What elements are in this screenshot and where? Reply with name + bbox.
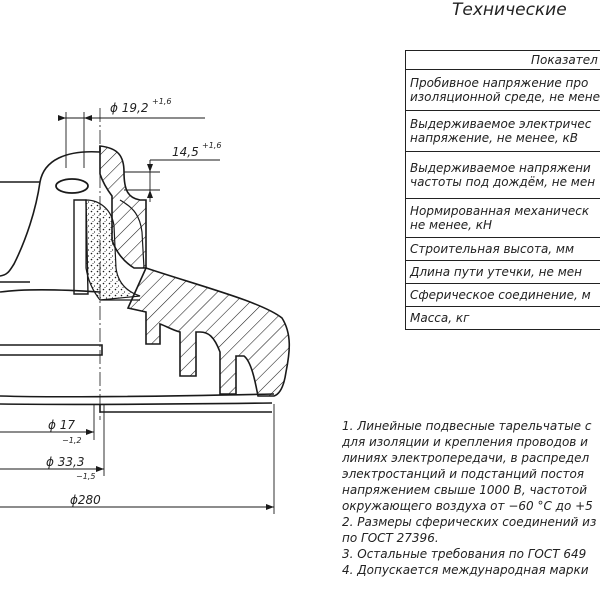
note-line: 4. Допускается международная марки <box>342 563 589 577</box>
note-line: 2. Размеры сферических соединений из <box>342 515 597 529</box>
spec-table-header-row: Показател <box>405 50 600 70</box>
spec-row-line: Длина пути утечки, не мен <box>405 260 600 284</box>
spec-row-line: частоты под дождём, не мен <box>410 175 596 189</box>
spec-row: Масса, кг <box>405 306 600 330</box>
spec-row-line: Строительная высота, мм <box>405 237 600 261</box>
dim-d17-tolerance: −1,2 <box>62 436 81 445</box>
pin <box>73 199 89 295</box>
dim-d33-label: ϕ 33,3 <box>46 455 84 469</box>
spec-row: Длина пути утечки, не мен <box>405 260 600 284</box>
dim-d14-tolerance: +1,6 <box>202 141 221 150</box>
dim-d33-tolerance: −1,5 <box>76 472 95 481</box>
spec-row-line: напряжение, не менее, кВ <box>410 131 578 145</box>
dim-d19-tolerance: +1,6 <box>152 97 171 106</box>
spec-row-line: Пробивное напряжение про <box>410 76 589 90</box>
note-line: линиях электропередачи, в распредел <box>342 451 590 465</box>
spec-row-line: Сферическое соединение, м <box>405 283 600 307</box>
spec-row-line: не менее, кН <box>410 218 492 232</box>
dish-section <box>126 267 291 397</box>
note-line: по ГОСТ 27396. <box>342 531 439 545</box>
dim-d17-label: ϕ 17 <box>48 418 75 432</box>
note-line: электростанций и подстанций постоя <box>342 467 585 481</box>
spec-row: Сферическое соединение, м <box>405 283 600 307</box>
cement-layer <box>85 199 141 301</box>
spec-row-line: Масса, кг <box>405 306 600 330</box>
dim-d14-label: 14,5 <box>172 145 199 159</box>
note-line: 3. Остальные требования по ГОСТ 649 <box>342 547 587 561</box>
spec-row-line: Нормированная механическ <box>410 204 590 218</box>
note-line: окружающего воздуха от −60 °С до +5 <box>342 499 593 513</box>
page-title: Технические <box>452 0 567 20</box>
dim-d19-label: ϕ 19,2 <box>110 101 148 115</box>
note-line: напряжением свыше 1000 В, частотой <box>342 483 588 497</box>
dimension-arrows <box>58 115 274 510</box>
spec-table-header: Показател <box>405 50 600 70</box>
dim-d280-label: ϕ280 <box>70 493 101 507</box>
spec-row-line: изоляционной среде, не менее <box>410 90 600 104</box>
spec-row-line: Выдерживаемое электричес <box>410 117 592 131</box>
spec-row: Строительная высота, мм <box>405 237 600 261</box>
note-line: для изоляции и крепления проводов и <box>342 435 588 449</box>
cap-section <box>99 145 147 269</box>
spec-row-line: Выдерживаемое напряжени <box>410 161 591 175</box>
note-line: 1. Линейные подвесные тарельчатые с <box>342 419 592 433</box>
notes-block: 1. Линейные подвесные тарельчатые с для … <box>342 418 600 578</box>
